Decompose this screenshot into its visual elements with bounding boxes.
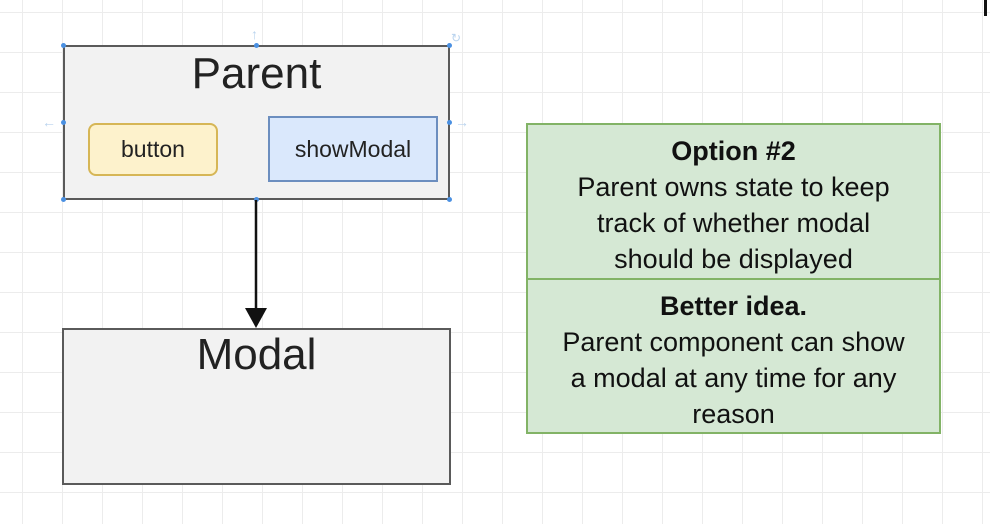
idea-note[interactable]: Better idea. Parent component can show a… [526, 278, 941, 434]
showmodal-state-node[interactable]: showModal [268, 116, 438, 182]
button-node[interactable]: button [88, 123, 218, 176]
connect-right-arrow-icon[interactable]: → [455, 114, 469, 130]
idea-line: Parent component can show [562, 327, 905, 357]
parent-title: Parent [191, 49, 322, 98]
modal-title: Modal [196, 330, 317, 379]
selection-handle[interactable] [61, 43, 66, 48]
idea-line: a modal at any time for any [570, 363, 897, 393]
selection-handle[interactable] [447, 43, 452, 48]
option-note[interactable]: Option #2 Parent owns state to keep trac… [526, 123, 941, 280]
text-cursor [984, 0, 987, 16]
selection-handle[interactable] [447, 197, 452, 202]
option-heading: Option #2 [671, 136, 796, 166]
connect-left-arrow-icon[interactable]: ← [42, 114, 56, 130]
idea-line: reason [692, 399, 775, 429]
option-line: track of whether modal [596, 208, 871, 238]
option-line: should be displayed [614, 244, 853, 274]
selection-handle[interactable] [254, 43, 259, 48]
modal-component-box[interactable]: Modal [62, 328, 451, 485]
connect-up-arrow-icon[interactable]: ↑ [251, 26, 258, 42]
option-line: Parent owns state to keep [577, 172, 890, 202]
idea-heading: Better idea. [659, 291, 808, 321]
rotate-icon[interactable]: ↻ [451, 31, 462, 45]
selection-handle[interactable] [254, 197, 259, 202]
selection-handle[interactable] [447, 120, 452, 125]
selection-handle[interactable] [61, 120, 66, 125]
selection-handle[interactable] [61, 197, 66, 202]
